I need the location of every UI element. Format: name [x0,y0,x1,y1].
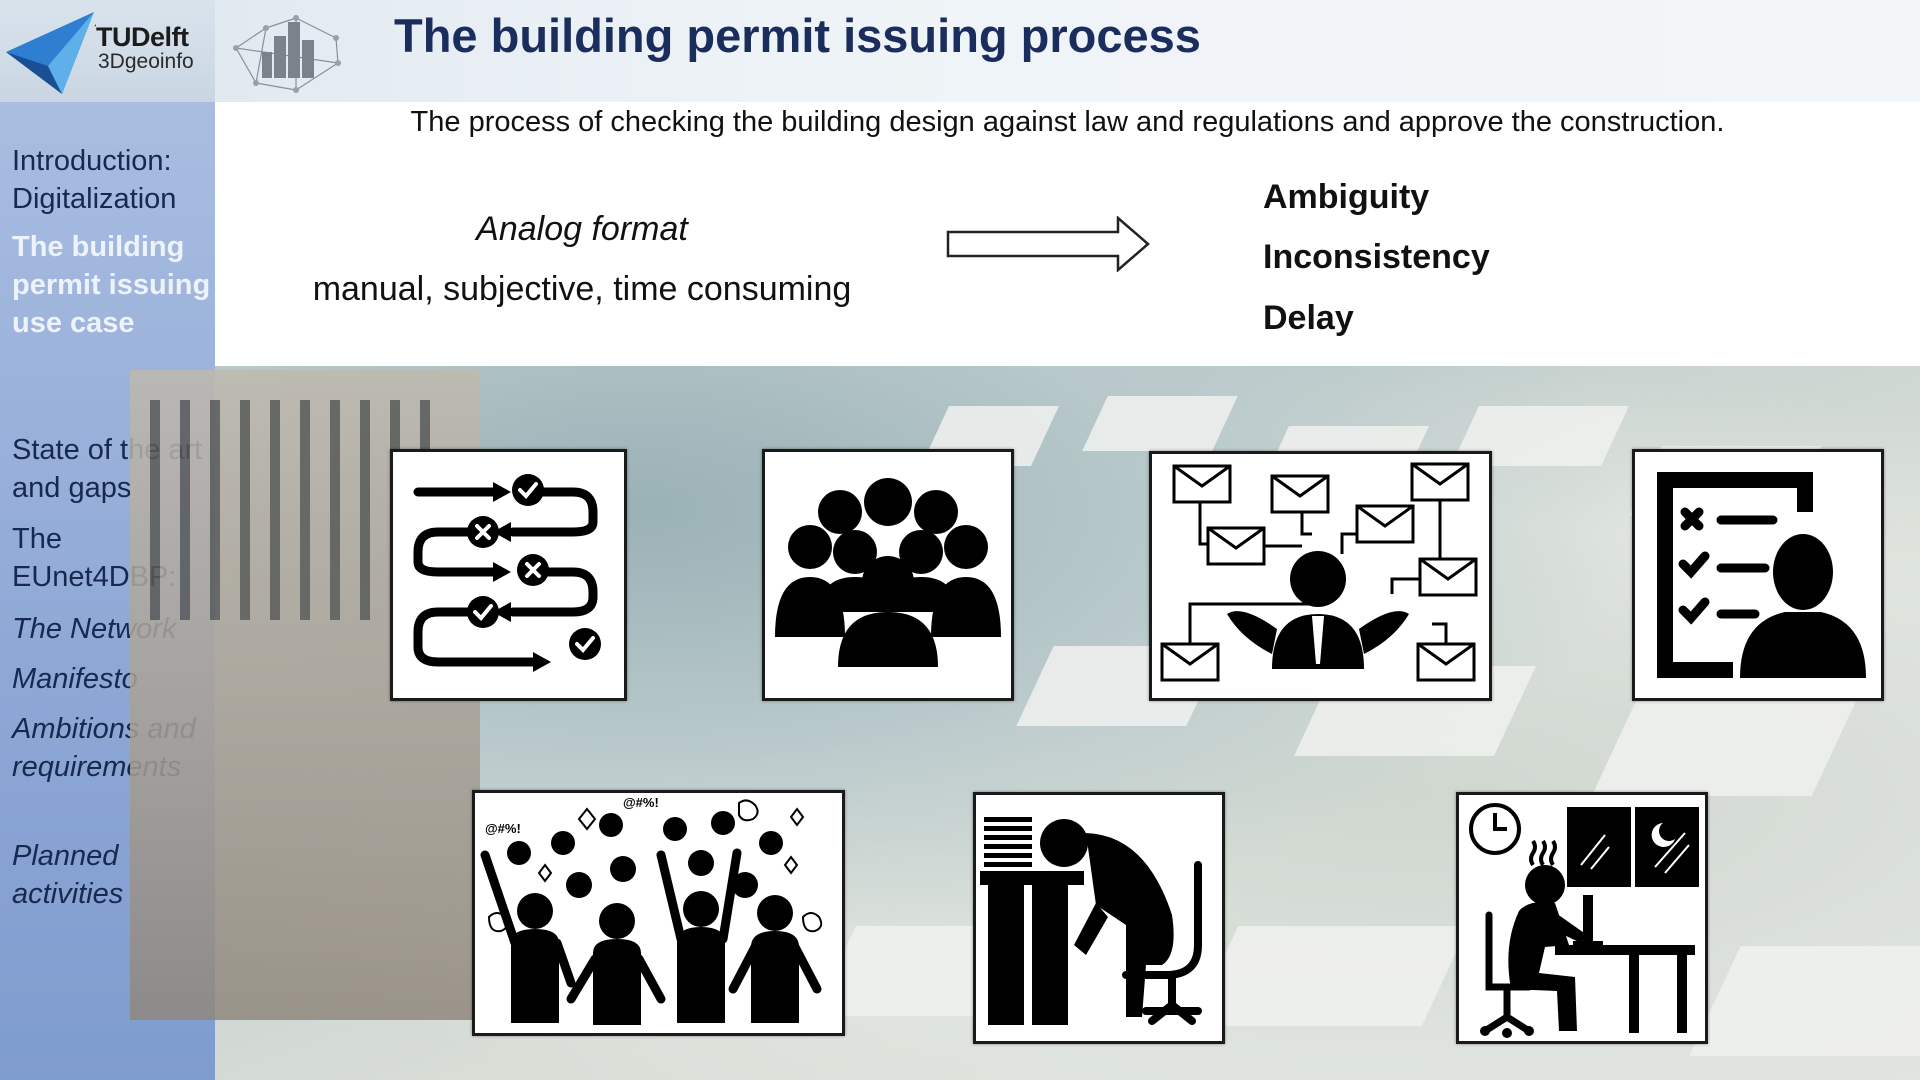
issue-delay: Delay [1263,299,1354,337]
tudelft-flame-icon [6,12,96,94]
svg-text:@#%!: @#%! [623,795,659,810]
network-logo-icon [233,15,341,93]
analog-format-label: Analog format [476,210,688,248]
tired-desk-worker-icon [973,792,1225,1044]
crowd-people-icon [762,449,1014,701]
issue-inconsistency: Inconsistency [1263,238,1490,276]
logo-name: TUDelft [96,22,189,52]
logo-subtitle: 3Dgeoinfo [98,50,194,73]
frustrated-crowd-icon: @#%! @#%! [472,790,845,1036]
tudelft-logo: TUDelft 3Dgeoinfo [0,0,215,102]
sidebar-item-use-case[interactable]: The building permit issuing use case [12,231,211,339]
intro-text: The process of checking the building des… [410,106,1725,138]
checklist-person-icon [1632,449,1884,701]
slide-header: TUDelft 3Dgeoinfo The building permit is… [0,0,1920,102]
right-arrow-icon [946,216,1150,272]
issue-ambiguity: Ambiguity [1263,178,1430,216]
sidebar-item-introduction[interactable]: Introduction: Digitalization [12,145,177,215]
svg-text:@#%!: @#%! [485,821,521,836]
email-overload-man-icon [1149,451,1492,701]
overtime-night-worker-icon [1456,792,1708,1044]
process-flow-checklist-icon [390,449,627,701]
page-title: The building permit issuing process [394,9,1201,62]
analog-format-description: manual, subjective, time consuming [312,270,852,308]
sidebar-item-planned-activities[interactable]: Planned activities [12,840,124,910]
sidebar-item-manifesto[interactable]: Manifesto [12,663,138,695]
